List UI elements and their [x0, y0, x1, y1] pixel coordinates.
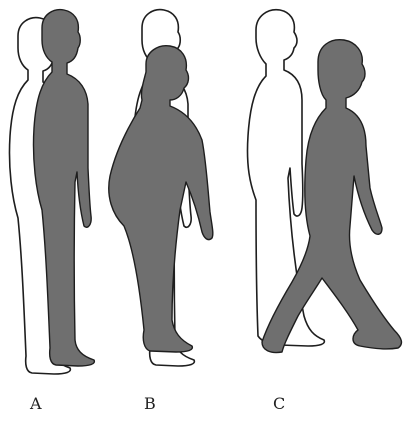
panel-label-a: A	[30, 396, 42, 412]
panel-c-group	[247, 10, 401, 353]
panel-b-group	[109, 10, 213, 366]
figure-b-shaded	[109, 46, 213, 352]
panel-label-c: C	[273, 396, 285, 412]
panel-a-group	[9, 10, 94, 374]
panel-label-b: B	[144, 396, 156, 412]
